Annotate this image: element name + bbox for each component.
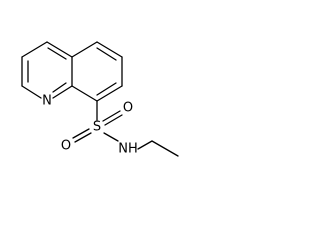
bond-c4-c3 — [21, 41, 48, 58]
bond-c7-c8-inner — [96, 82, 117, 96]
ethyl-group — [137, 140, 179, 157]
bond-ch2-ch3 — [151, 140, 179, 157]
bond-s-o-lower-1 — [72, 128, 90, 139]
oxygen-upper-label: O — [123, 101, 133, 116]
chemical-structure-diagram: N S O O NH — [21, 41, 179, 157]
bond-s-o-upper-2 — [104, 114, 123, 126]
bond-c5-c6-inner — [96, 47, 117, 61]
sulfonamide-group — [72, 100, 123, 143]
amide-nitrogen-label: NH — [118, 142, 138, 157]
bond-s-o-upper-1 — [102, 110, 121, 122]
oxygen-lower-label: O — [61, 139, 71, 154]
bond-n-ch2 — [137, 140, 153, 150]
bond-c4-c4a-inner — [47, 47, 67, 60]
bond-c8-c8a — [71, 85, 98, 102]
bond-n1-c8a — [52, 85, 73, 99]
bond-c5-c6 — [96, 41, 123, 58]
pyridine-ring — [21, 41, 73, 99]
bond-n1-c8a-inner — [52, 82, 67, 93]
sulfur-label: S — [93, 120, 101, 135]
bond-c4a-c5 — [71, 41, 98, 58]
ring-nitrogen-label: N — [42, 94, 52, 109]
bond-c2-n1 — [21, 85, 42, 99]
bond-c7-c8 — [96, 85, 123, 102]
bond-s-n — [103, 132, 119, 142]
bond-c4-c4a — [46, 41, 73, 58]
bond-s-o-lower-2 — [74, 132, 92, 143]
benzene-ring — [71, 41, 123, 102]
